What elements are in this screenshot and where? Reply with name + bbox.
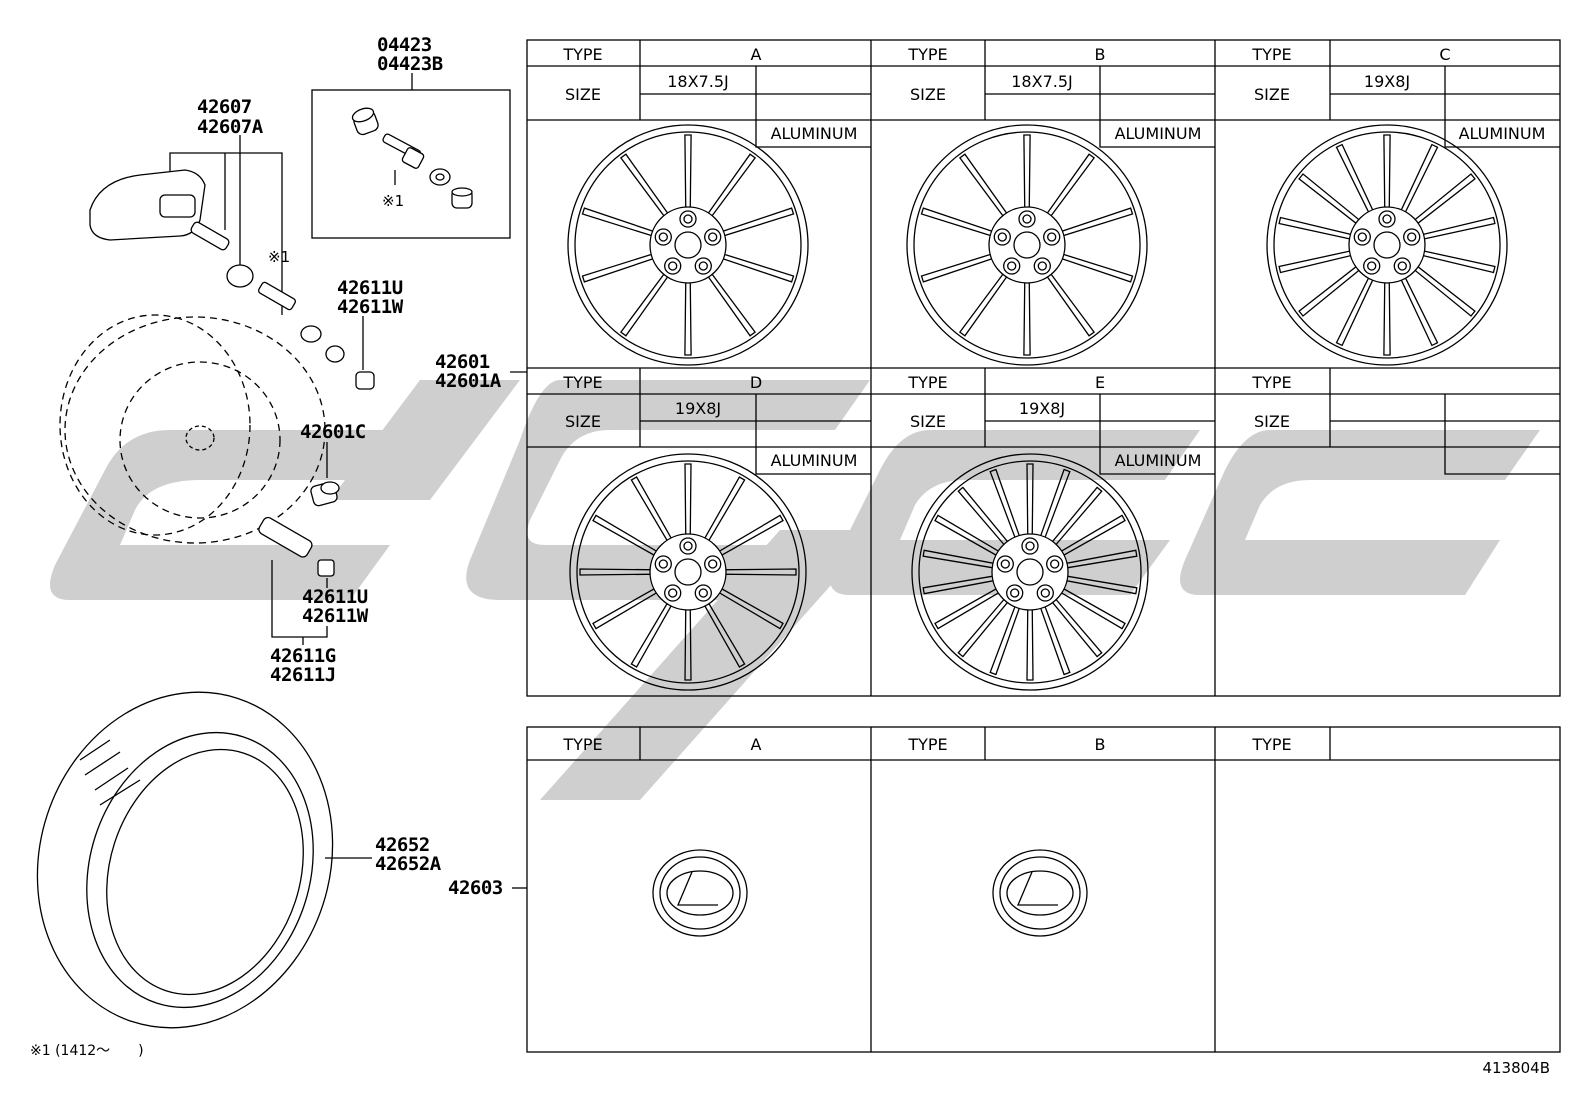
tire-illustration xyxy=(36,691,334,1029)
svg-text:42611U: 42611U xyxy=(302,586,368,608)
svg-text:B: B xyxy=(1095,735,1106,754)
ornament-type-a-header: TYPE A xyxy=(562,735,761,754)
svg-text:42611J: 42611J xyxy=(270,664,336,686)
cap-nut-illustration xyxy=(258,481,340,577)
svg-text:SIZE: SIZE xyxy=(910,85,946,104)
wheel-type-d-header: TYPE D SIZE 19X8J ALUMINUM xyxy=(562,373,857,470)
wheel-type-c-header: TYPE C SIZE 19X8J ALUMINUM xyxy=(1251,45,1545,143)
ornament-type-empty-header: TYPE xyxy=(1251,735,1291,754)
svg-text:TYPE: TYPE xyxy=(1251,373,1291,392)
wheel-assembly-illustration xyxy=(59,314,326,544)
diagram-id: 413804B xyxy=(1482,1059,1550,1077)
part-number-tpms-sensor[interactable]: 42607 42607A xyxy=(197,96,264,138)
part-number-ornament[interactable]: 42603 xyxy=(448,877,503,899)
svg-text:SIZE: SIZE xyxy=(565,85,601,104)
watermark-logo xyxy=(50,380,1540,800)
svg-text:A: A xyxy=(751,735,762,754)
ornament-type-b-header: TYPE B xyxy=(907,735,1105,754)
wheel-b-drawing xyxy=(906,124,1148,366)
svg-text:42603: 42603 xyxy=(448,877,503,899)
svg-text:TYPE: TYPE xyxy=(907,373,947,392)
svg-text:ALUMINUM: ALUMINUM xyxy=(771,124,858,143)
svg-text:19X8J: 19X8J xyxy=(1364,72,1410,91)
svg-text:04423B: 04423B xyxy=(377,53,443,75)
svg-text:TYPE: TYPE xyxy=(562,45,602,64)
svg-text:TYPE: TYPE xyxy=(562,735,602,754)
svg-text:42611W: 42611W xyxy=(302,605,369,627)
svg-text:42652A: 42652A xyxy=(375,853,442,875)
svg-text:18X7.5J: 18X7.5J xyxy=(1011,72,1072,91)
note-mark-sensor: ※1 xyxy=(268,248,290,266)
footnote: ※1 (1412～ ) xyxy=(30,1043,144,1059)
svg-text:42652: 42652 xyxy=(375,834,430,856)
ornament-table xyxy=(526,726,1561,1053)
svg-text:42611G: 42611G xyxy=(270,645,336,667)
svg-text:19X8J: 19X8J xyxy=(675,399,721,418)
svg-text:TYPE: TYPE xyxy=(1251,735,1291,754)
svg-text:SIZE: SIZE xyxy=(1254,85,1290,104)
svg-text:ALUMINUM: ALUMINUM xyxy=(1459,124,1546,143)
valve-set-illustration xyxy=(351,107,473,209)
wheel-type-e-header: TYPE E SIZE 19X8J ALUMINUM xyxy=(907,373,1201,470)
svg-text:TYPE: TYPE xyxy=(562,373,602,392)
svg-text:E: E xyxy=(1095,373,1105,392)
svg-text:TYPE: TYPE xyxy=(1251,45,1291,64)
part-number-valve-cap-2[interactable]: 42611U 42611W xyxy=(302,586,369,627)
svg-text:42607A: 42607A xyxy=(197,116,264,138)
svg-text:B: B xyxy=(1095,45,1106,64)
svg-text:42601A: 42601A xyxy=(435,370,502,392)
tpms-sensor-illustration xyxy=(89,169,375,390)
svg-text:A: A xyxy=(751,45,762,64)
svg-text:42601C: 42601C xyxy=(300,421,366,443)
part-number-tire[interactable]: 42652 42652A xyxy=(375,834,442,875)
svg-text:19X8J: 19X8J xyxy=(1019,399,1065,418)
svg-text:D: D xyxy=(750,373,762,392)
svg-text:42607: 42607 xyxy=(197,96,252,118)
wheel-d-drawing xyxy=(569,453,807,691)
svg-text:ALUMINUM: ALUMINUM xyxy=(1115,124,1202,143)
ornament-b-emblem xyxy=(992,849,1088,937)
part-number-valve-stem[interactable]: 42611G 42611J xyxy=(270,645,336,686)
part-number-valve-set[interactable]: 04423 04423B xyxy=(377,34,443,75)
wheel-type-a-header: TYPE A SIZE 18X7.5J ALUMINUM xyxy=(562,45,857,143)
ornament-a-emblem xyxy=(652,849,748,937)
wheel-table xyxy=(526,39,1561,697)
part-number-cap-nut[interactable]: 42601C xyxy=(300,421,366,443)
svg-text:42611U: 42611U xyxy=(337,277,403,299)
svg-text:04423: 04423 xyxy=(377,34,432,56)
wheel-e-drawing xyxy=(911,453,1149,691)
svg-text:ALUMINUM: ALUMINUM xyxy=(1115,451,1202,470)
part-number-valve-cap-1[interactable]: 42611U 42611W xyxy=(337,277,404,318)
svg-text:SIZE: SIZE xyxy=(910,412,946,431)
svg-text:SIZE: SIZE xyxy=(1254,412,1290,431)
svg-text:TYPE: TYPE xyxy=(907,45,947,64)
wheel-type-empty-header: TYPE SIZE xyxy=(1251,373,1291,431)
svg-text:ALUMINUM: ALUMINUM xyxy=(771,451,858,470)
wheel-a-drawing xyxy=(567,124,809,366)
wheel-type-b-header: TYPE B SIZE 18X7.5J ALUMINUM xyxy=(907,45,1201,143)
svg-text:SIZE: SIZE xyxy=(565,412,601,431)
wheel-c-drawing xyxy=(1266,124,1508,366)
note-mark-valve: ※1 xyxy=(382,192,404,210)
svg-text:TYPE: TYPE xyxy=(907,735,947,754)
svg-text:18X7.5J: 18X7.5J xyxy=(667,72,728,91)
part-number-disc-wheel[interactable]: 42601 42601A xyxy=(435,351,502,392)
svg-text:42601: 42601 xyxy=(435,351,490,373)
svg-text:C: C xyxy=(1439,45,1450,64)
svg-text:42611W: 42611W xyxy=(337,296,404,318)
